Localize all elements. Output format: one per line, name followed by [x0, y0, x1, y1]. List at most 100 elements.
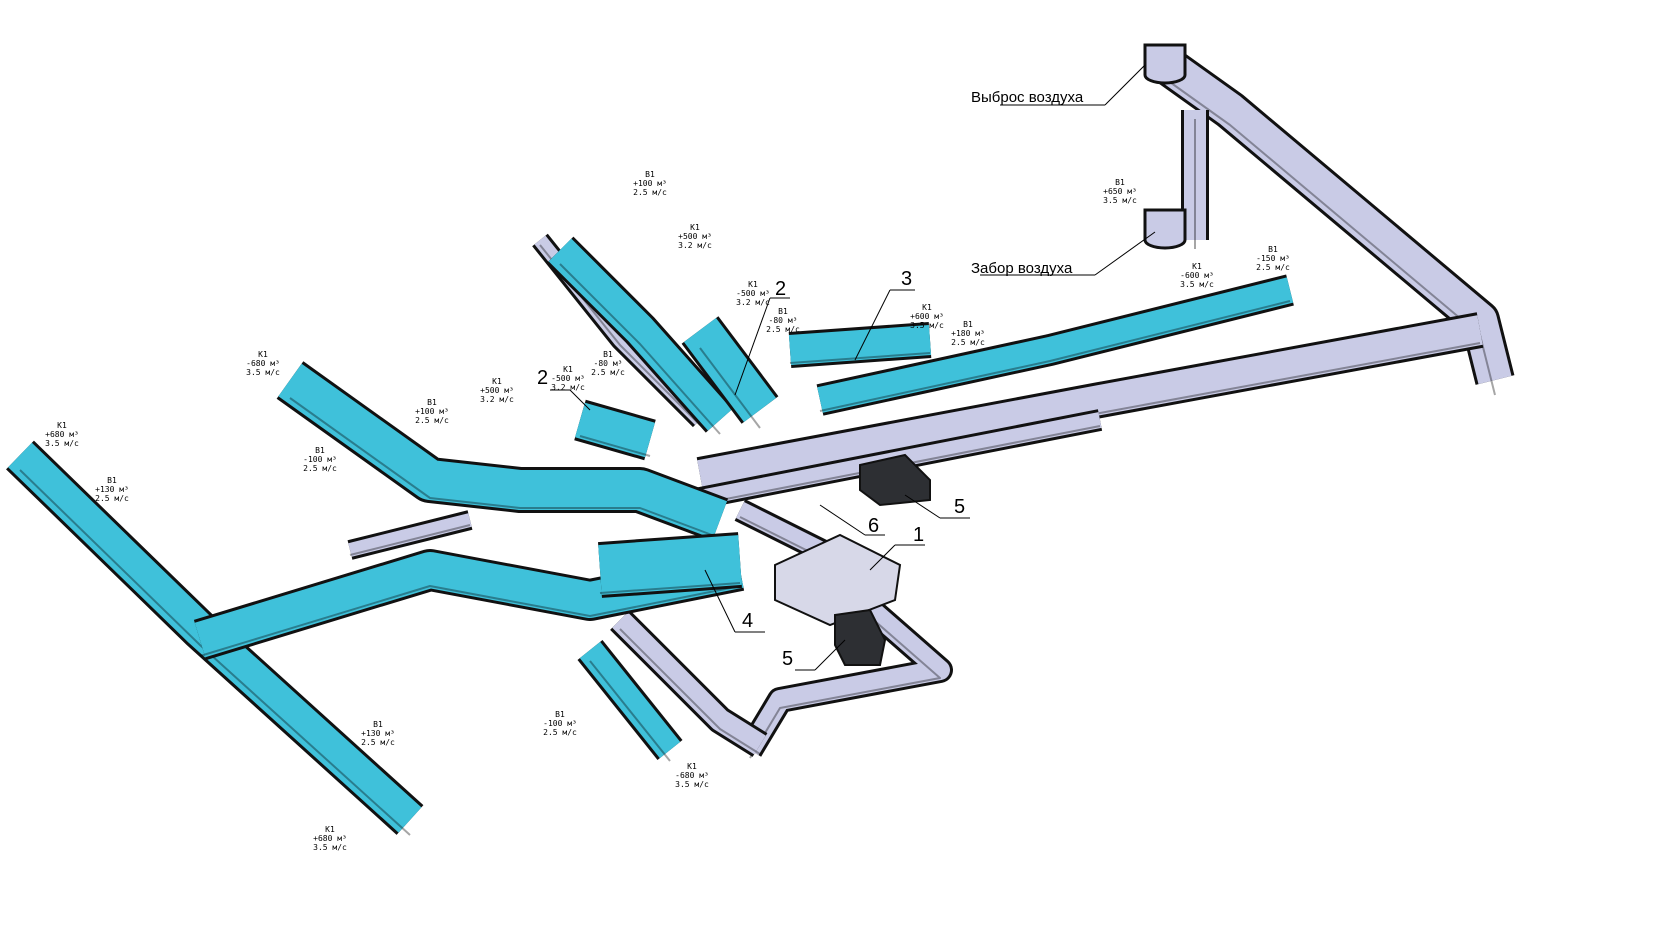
- flow-label-line: 3.2 м/с: [551, 383, 585, 392]
- supply-duct-right-long-edge: [819, 300, 1291, 412]
- flow-label-line: К1: [325, 825, 335, 834]
- supply-duct-lower: [579, 641, 681, 759]
- callout-number: 5: [782, 648, 794, 670]
- exhaust-duct-lower-edge: [619, 628, 761, 755]
- supply-duct-center: [278, 363, 728, 539]
- exhaust-duct-left-edge: [349, 524, 471, 556]
- flow-label-line: 3.5 м/с: [675, 780, 709, 789]
- flow-label-line: +600 м³: [910, 312, 944, 321]
- flow-label-line: 3.5 м/с: [45, 439, 79, 448]
- flow-label-line: В1: [963, 320, 973, 329]
- flow-label-line: В1: [373, 720, 383, 729]
- fan-unit-5-upper: [859, 453, 931, 507]
- intake-hood: [1143, 208, 1187, 250]
- air-handling-unit-1: [774, 533, 902, 627]
- flow-label-line: -100 м³: [543, 719, 577, 728]
- leader-line: [819, 504, 866, 536]
- flow-label-line: В1: [603, 350, 613, 359]
- supply-duct-top-right: [684, 318, 776, 422]
- flow-label-line: 3.5 м/с: [910, 321, 944, 330]
- flow-label-line: -500 м³: [736, 289, 770, 298]
- callout-number: 4: [742, 610, 754, 632]
- supply-box-2a: [575, 402, 655, 458]
- flow-label-line: К1: [563, 365, 573, 374]
- flow-label-line: +500 м³: [480, 386, 514, 395]
- supply-box-4-edge: [599, 582, 741, 594]
- flow-label-line: +680 м³: [313, 834, 347, 843]
- leader-line: [854, 289, 891, 361]
- supply-duct-right-long: [817, 277, 1294, 413]
- flow-label-line: 3.2 м/с: [678, 241, 712, 250]
- leader-line: [704, 569, 736, 633]
- callout-number: 6: [868, 515, 880, 537]
- callout-number: 3: [901, 268, 913, 290]
- leader-line: [1104, 64, 1146, 106]
- leader-line: [569, 389, 591, 411]
- flow-label-line: 3.5 м/с: [1103, 196, 1137, 205]
- flow-label-line: В1: [778, 307, 788, 316]
- flow-label-line: 3.2 м/с: [736, 298, 770, 307]
- flow-label-line: +680 м³: [45, 430, 79, 439]
- flow-label-line: +650 м³: [1103, 187, 1137, 196]
- flow-label-line: В1: [555, 710, 565, 719]
- flow-label-line: 2.5 м/с: [361, 738, 395, 747]
- callout-number: 1: [913, 524, 925, 546]
- flow-label-line: 3.5 м/с: [1180, 280, 1214, 289]
- flow-label-line: К1: [492, 377, 502, 386]
- callout-number: 5: [954, 496, 966, 518]
- supply-duct-top-right-edge: [699, 347, 761, 429]
- flow-label-line: +100 м³: [415, 407, 449, 416]
- flow-label-line: 2.5 м/с: [95, 494, 129, 503]
- supply-box-2a-edge: [579, 435, 651, 457]
- flow-label-line: -680 м³: [675, 771, 709, 780]
- flow-label-line: -500 м³: [551, 374, 585, 383]
- callout-number: 2: [775, 278, 787, 300]
- flow-label-line: 2.5 м/с: [303, 464, 337, 473]
- flow-label-line: +130 м³: [361, 729, 395, 738]
- flow-label-line: -150 м³: [1256, 254, 1290, 263]
- flow-label-line: В1: [107, 476, 117, 485]
- flow-label-line: -80 м³: [593, 359, 623, 368]
- flow-label-line: 2.5 м/с: [543, 728, 577, 737]
- fan-unit-5-lower: [834, 608, 887, 666]
- exhaust-duct-outlet: [1150, 46, 1512, 385]
- flow-label-line: 2.5 м/с: [415, 416, 449, 425]
- leader-line: [814, 639, 846, 671]
- flow-label-line: 2.5 м/с: [766, 325, 800, 334]
- supply-duct-left-long-edge: [19, 469, 411, 836]
- supply-duct-center-edge: [289, 397, 721, 539]
- callout-number: 2: [537, 367, 549, 389]
- exhaust-air-label: Выброс воздуха: [971, 89, 1084, 106]
- leader-line: [734, 297, 771, 396]
- flow-label-line: В1: [1268, 245, 1278, 254]
- flow-label-line: В1: [427, 398, 437, 407]
- supply-box-3-edge: [789, 352, 931, 364]
- exhaust-duct-main: [697, 315, 1483, 490]
- supply-duct-top: [548, 238, 732, 431]
- flow-label-line: -600 м³: [1180, 271, 1214, 280]
- supply-box-4: [598, 535, 742, 595]
- exhaust-pipe-loop: [741, 592, 950, 756]
- exhaust-duct-left: [348, 513, 472, 557]
- flow-label-line: В1: [315, 446, 325, 455]
- supply-duct-cross-edge: [199, 585, 741, 657]
- flow-label-line: 2.5 м/с: [951, 338, 985, 347]
- flow-label-line: В1: [1115, 178, 1125, 187]
- flow-label-line: В1: [645, 170, 655, 179]
- flow-label-line: 2.5 м/с: [633, 188, 667, 197]
- supply-duct-lower-edge: [589, 660, 671, 762]
